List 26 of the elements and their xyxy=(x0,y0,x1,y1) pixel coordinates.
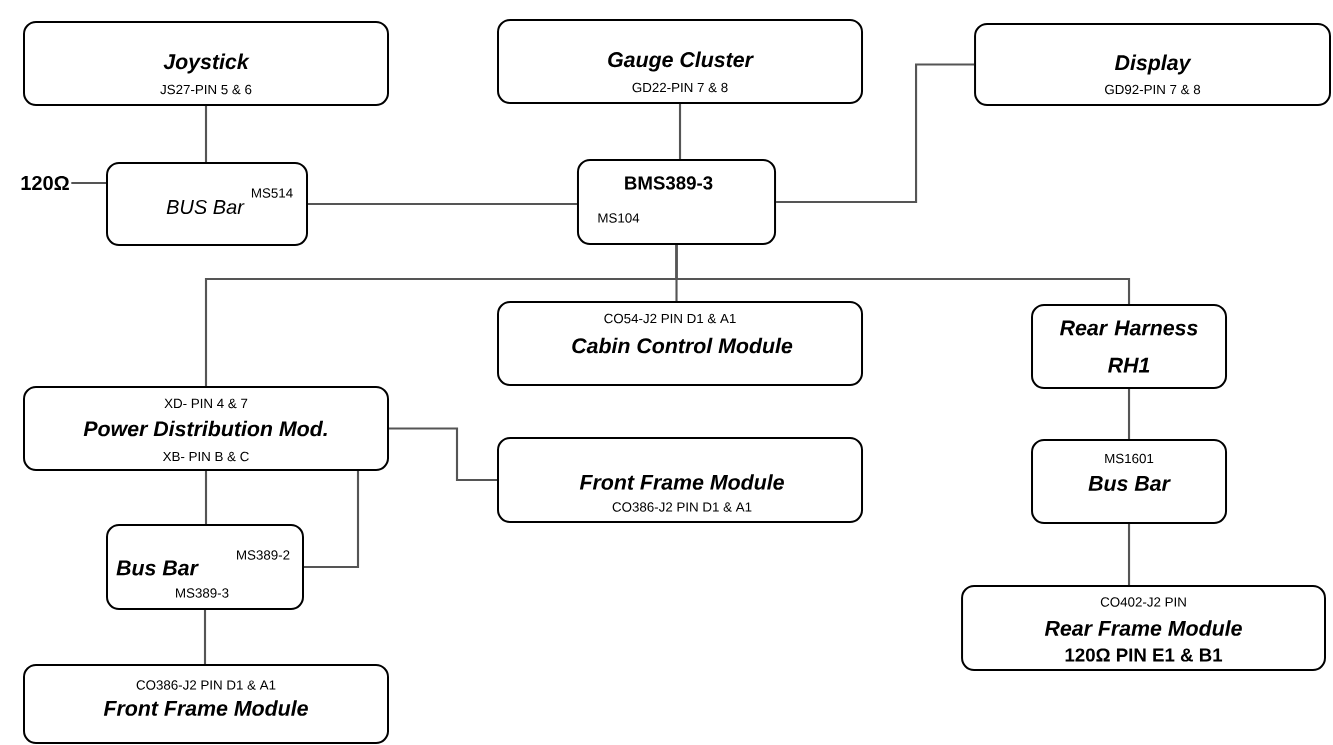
module-box: Bus Bar MS389-2 MS389-3 xyxy=(106,524,304,610)
module-box: CO54-J2 PIN D1 & A1 Cabin Control Module xyxy=(497,301,863,386)
terminator-label: 120Ω xyxy=(21,175,69,191)
module-box: Gauge Cluster GD22-PIN 7 & 8 xyxy=(497,19,863,104)
module-box: BUS Bar MS514 xyxy=(106,162,308,246)
connector-line xyxy=(304,470,360,569)
module-box: BMS389-3 MS104 xyxy=(576,159,777,245)
module-box: MS1601 Bus Bar xyxy=(1031,439,1227,524)
connector-line xyxy=(204,470,208,524)
connector-line xyxy=(308,202,577,206)
connector-line xyxy=(71,181,106,185)
connector-line xyxy=(1127,523,1131,585)
module-box: CO386-J2 PIN D1 & A1 Front Frame Module xyxy=(23,664,389,744)
connector-line xyxy=(1127,388,1131,440)
connector-line xyxy=(389,427,497,482)
connector-line xyxy=(678,103,682,159)
module-box: Rear Harness RH1 xyxy=(1031,304,1227,389)
module-box: Display GD92-PIN 7 & 8 xyxy=(974,22,1331,107)
connector-line xyxy=(675,245,1131,305)
connector-line xyxy=(204,105,208,162)
connector-line xyxy=(776,63,975,204)
module-box: Joystick JS27-PIN 5 & 6 xyxy=(23,21,389,106)
module-box: XD- PIN 4 & 7 Power Distribution Mod. XB- PIN B & C xyxy=(23,386,389,471)
module-box: CO402-J2 PIN Rear Frame Module 120Ω PIN E1 & B1 xyxy=(961,585,1326,671)
module-box: Front Frame Module CO386-J2 PIN D1 & A1 xyxy=(497,437,863,523)
connector-line xyxy=(203,610,207,664)
